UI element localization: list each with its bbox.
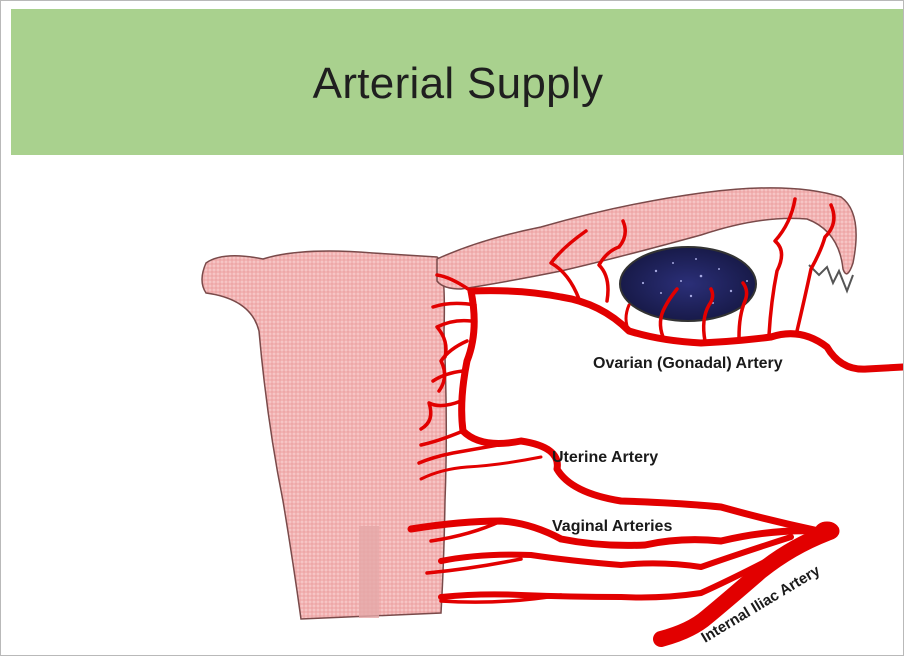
cervix-strip [359, 526, 379, 618]
uterine-artery-label: Uterine Artery [552, 449, 658, 466]
vaginal-arteries-label: Vaginal Arteries [552, 518, 672, 535]
ovarian-artery-label: Ovarian (Gonadal) Artery [593, 355, 783, 372]
uterine-artery [419, 275, 819, 531]
uterus [202, 251, 446, 619]
ovary [620, 247, 756, 321]
